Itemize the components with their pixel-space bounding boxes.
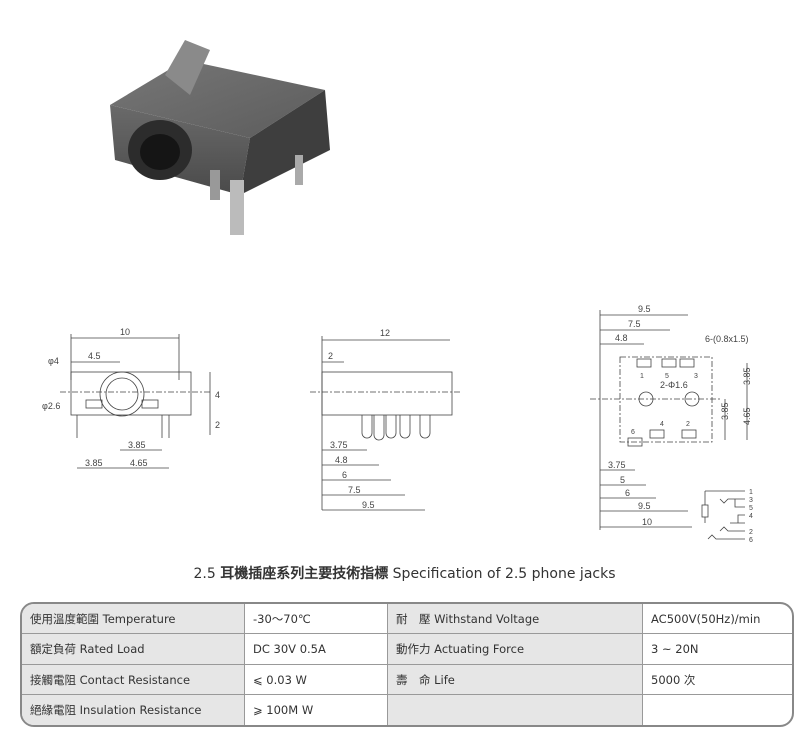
spec-table: 使用溫度範圍 Temperature -30～70℃ 耐 壓 Withstand… bbox=[20, 602, 794, 727]
dim-p4: 7.5 bbox=[348, 485, 361, 495]
table-row: 額定負荷 Rated Load DC 30V 0.5A 動作力 Actuatin… bbox=[22, 633, 792, 665]
dim-pin-height: 2 bbox=[215, 420, 220, 430]
dim-holes: 2-Φ1.6 bbox=[660, 380, 688, 390]
dim-v3: 4.65 bbox=[742, 407, 752, 425]
dim-outer-diameter: φ4 bbox=[48, 356, 59, 366]
value-contact-resistance: ⩽ 0.03 W bbox=[244, 663, 388, 696]
value-rated-load: DC 30V 0.5A bbox=[244, 633, 388, 665]
pin-label: 1 bbox=[640, 373, 644, 380]
empty-cell bbox=[642, 694, 792, 725]
label-rated-load: 額定負荷 Rated Load bbox=[22, 633, 245, 665]
table-row: 絕緣電阻 Insulation Resistance ⩾ 100M W bbox=[22, 694, 792, 725]
schematic-symbol: 1 3 5 4 2 6 bbox=[701, 489, 753, 544]
label-temperature: 使用溫度範圍 Temperature bbox=[22, 604, 245, 635]
spec-title: 2.5 耳機插座系列主要技術指標 Specification of 2.5 ph… bbox=[0, 563, 809, 583]
dim-pad: 6-(0.8x1.5) bbox=[705, 334, 749, 344]
footprint-drawing: 9.5 7.5 4.8 6-(0.8x1.5) 1 5 3 2-Φ1.6 6 4… bbox=[590, 304, 753, 544]
value-withstand-voltage: AC500V(50Hz)/min bbox=[642, 604, 792, 635]
pin-label: 6 bbox=[631, 429, 635, 436]
pin-label: 4 bbox=[660, 421, 664, 428]
title-number: 2.5 bbox=[193, 566, 216, 582]
front-view-drawing: 10 4.5 φ4 φ2.6 4 2 3.85 3.85 4.65 bbox=[42, 327, 220, 469]
value-temperature: -30～70℃ bbox=[244, 604, 388, 635]
schematic-pin: 6 bbox=[749, 537, 753, 544]
product-photo bbox=[110, 40, 330, 235]
dim-b1: 3.75 bbox=[608, 460, 626, 470]
schematic-pin: 2 bbox=[749, 529, 753, 536]
side-view-drawing: 12 2 3.75 4.8 6 7.5 9.5 bbox=[310, 328, 460, 511]
dim-w1: 9.5 bbox=[638, 304, 651, 314]
dim-b5: 10 bbox=[642, 517, 652, 527]
title-chinese: 耳機插座系列主要技術指標 bbox=[220, 566, 389, 582]
dim-b3: 6 bbox=[625, 488, 630, 498]
title-english: Specification of 2.5 phone jacks bbox=[392, 566, 616, 582]
schematic-pin: 1 bbox=[749, 489, 753, 496]
dim-p1: 3.75 bbox=[330, 440, 348, 450]
schematic-pin: 4 bbox=[749, 513, 753, 520]
dim-w2: 7.5 bbox=[628, 319, 641, 329]
dim-p2: 4.8 bbox=[335, 455, 348, 465]
dim-offset: 4.5 bbox=[88, 351, 101, 361]
dim-v1: 3.85 bbox=[742, 367, 752, 385]
pin-label: 5 bbox=[665, 373, 669, 380]
dim-width: 10 bbox=[120, 327, 130, 337]
table-row: 使用溫度範圍 Temperature -30～70℃ 耐 壓 Withstand… bbox=[22, 604, 792, 635]
dim-inner-diameter: φ2.6 bbox=[42, 401, 60, 411]
dim-v2: 3.85 bbox=[720, 402, 730, 420]
label-contact-resistance: 接觸電阻 Contact Resistance bbox=[22, 663, 245, 696]
dim-pin-c: 4.65 bbox=[130, 458, 148, 468]
label-actuating-force: 動作力 Actuating Force bbox=[387, 633, 643, 665]
schematic-pin: 3 bbox=[749, 497, 753, 504]
pin-label: 3 bbox=[694, 373, 698, 380]
dim-pin-a: 3.85 bbox=[128, 440, 146, 450]
label-life: 壽 命 Life bbox=[387, 663, 643, 696]
value-insulation-resistance: ⩾ 100M W bbox=[244, 694, 388, 725]
dim-w3: 4.8 bbox=[615, 333, 628, 343]
dim-b4: 9.5 bbox=[638, 501, 651, 511]
dim-length: 12 bbox=[380, 328, 390, 338]
value-actuating-force: 3 ~ 20N bbox=[642, 633, 792, 665]
dim-height: 4 bbox=[215, 390, 220, 400]
dim-p3: 6 bbox=[342, 470, 347, 480]
dim-b2: 5 bbox=[620, 475, 625, 485]
table-row: 接觸電阻 Contact Resistance ⩽ 0.03 W 壽 命 Lif… bbox=[22, 663, 792, 696]
dim-pin-b: 3.85 bbox=[85, 458, 103, 468]
schematic-pin: 5 bbox=[749, 505, 753, 512]
label-withstand-voltage: 耐 壓 Withstand Voltage bbox=[387, 604, 643, 635]
dim-p5: 9.5 bbox=[362, 500, 375, 510]
empty-cell bbox=[387, 694, 643, 725]
value-life: 5000 次 bbox=[642, 663, 792, 696]
dim-front: 2 bbox=[328, 351, 333, 361]
pin-label: 2 bbox=[686, 421, 690, 428]
label-insulation-resistance: 絕緣電阻 Insulation Resistance bbox=[22, 694, 245, 725]
